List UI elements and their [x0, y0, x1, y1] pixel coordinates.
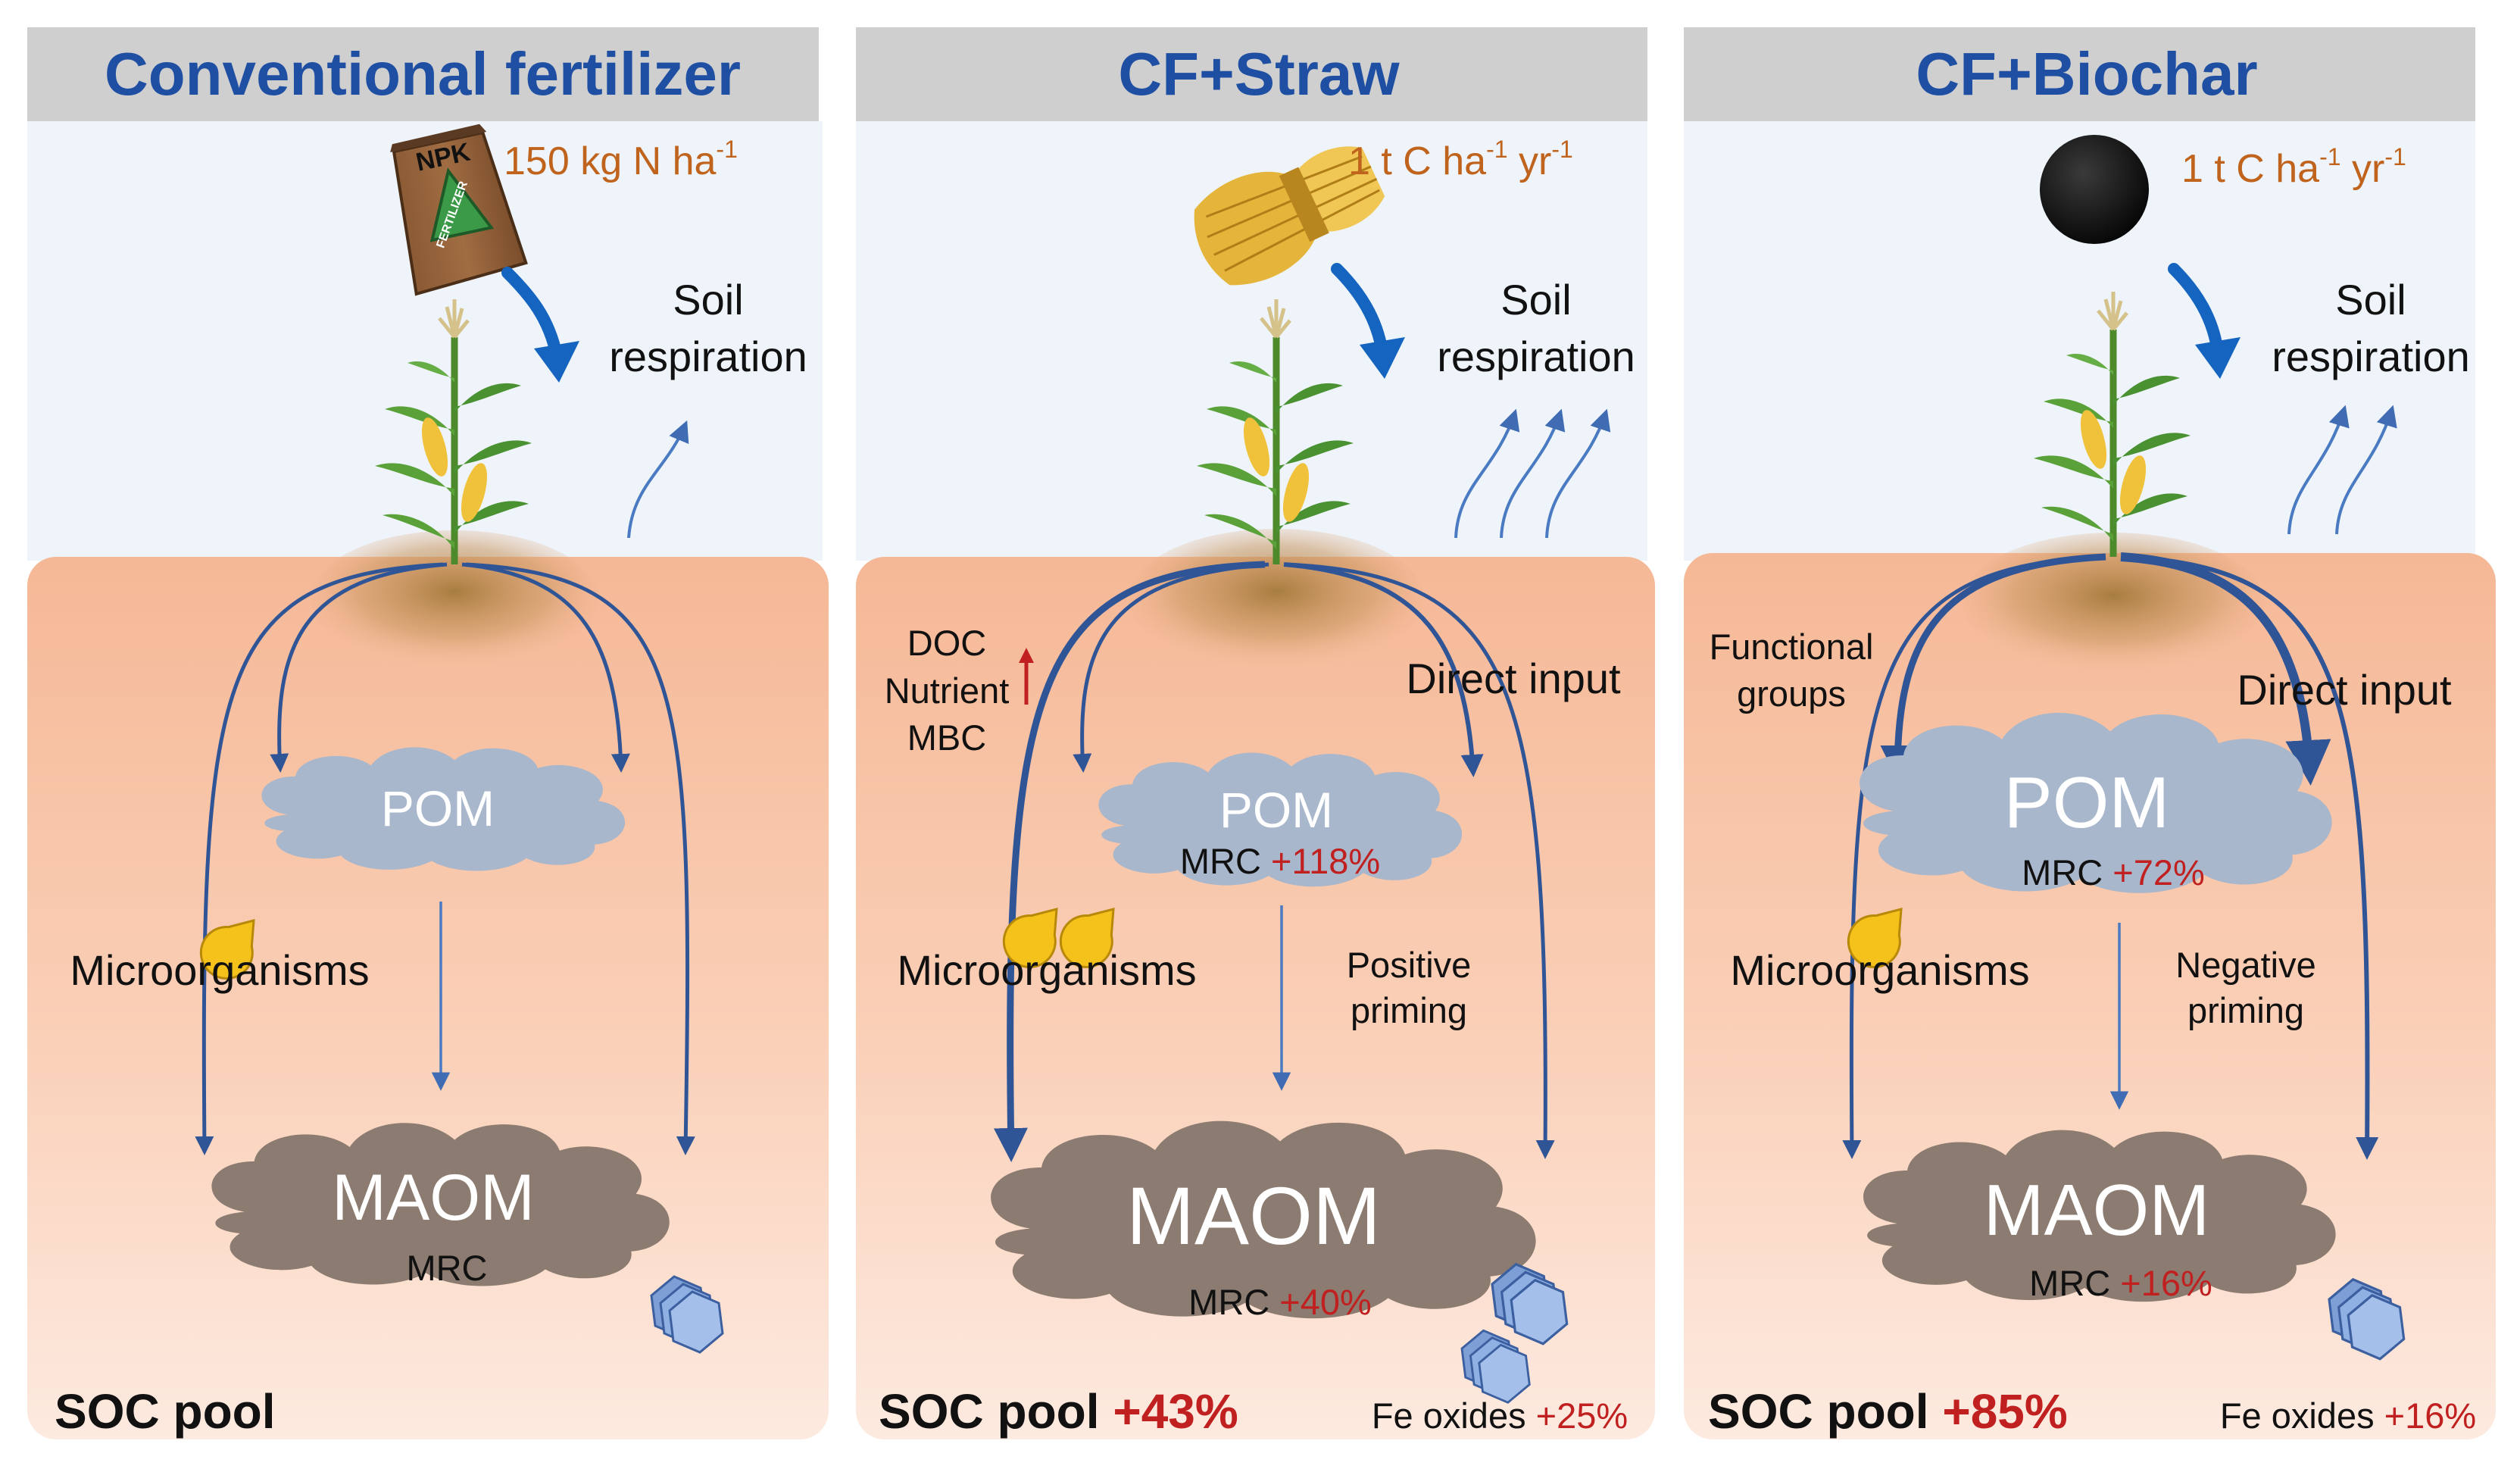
- dose-tail-superscript: -1: [2384, 143, 2406, 170]
- pom-mrc-label: MRC +72%: [2022, 852, 2205, 892]
- dose-superscript: -1: [716, 136, 737, 163]
- panel-header: [27, 27, 819, 121]
- dose-label: 1 t C ha-1 yr-1: [2181, 143, 2406, 191]
- respiration-arrows-icon: [1454, 408, 1611, 539]
- soil-respiration-line1: Soil: [2335, 276, 2406, 323]
- dose-tail: yr: [1508, 139, 1552, 183]
- input-arrow-icon: [2168, 263, 2224, 358]
- fe-oxides-change: +16%: [2384, 1396, 2477, 1436]
- soil-respiration-line2: respiration: [609, 333, 807, 380]
- fe-oxides-label: Fe oxides +25%: [1372, 1396, 1628, 1436]
- pom-label: POM: [2004, 762, 2170, 843]
- factor-line1: Functional: [1710, 627, 1874, 667]
- rhizosphere: [1129, 529, 1424, 668]
- dose-value: 150 kg N ha: [504, 139, 716, 183]
- panel-title: CF+Biochar: [1916, 40, 2257, 108]
- factor-line2: groups: [1737, 674, 1846, 714]
- fe-oxides-change: +25%: [1536, 1396, 1628, 1436]
- panel-header: [856, 27, 1647, 121]
- soc-pool-label: SOC pool: [55, 1384, 276, 1439]
- maom-label: MAOM: [1126, 1170, 1381, 1261]
- direct-input-label: Direct input: [2237, 666, 2452, 714]
- microorganisms-label: Microorganisms: [897, 946, 1196, 994]
- soil-respiration-line2: respiration: [2272, 333, 2469, 380]
- straw-bundle-icon: [1194, 146, 1385, 286]
- maom-label: MAOM: [1984, 1170, 2210, 1251]
- fertilizer-bag-icon: NPK FERTILIZER: [390, 123, 528, 296]
- soc-pool-label: SOC pool +43%: [879, 1384, 1238, 1439]
- biochar-icon: [2040, 135, 2149, 244]
- soil-respiration-line2: respiration: [1437, 333, 1635, 380]
- panel-cf-straw: CF+Straw 1 t C ha-1 yr-1 Soil respiratio…: [856, 27, 1655, 1439]
- maom-mrc-label: MRC +16%: [2029, 1263, 2212, 1303]
- dose-tail-superscript: -1: [1551, 136, 1572, 163]
- pom-mrc-change: +72%: [2112, 852, 2205, 892]
- priming-line2: priming: [1351, 990, 1467, 1030]
- maom-mrc-change: +16%: [2120, 1263, 2212, 1303]
- priming-line1: Negative: [2175, 945, 2316, 985]
- pom-mrc-change: +118%: [1271, 841, 1380, 881]
- panel-title: Conventional fertilizer: [105, 40, 741, 108]
- factor-line1: DOC: [907, 623, 986, 663]
- soc-pool-label: SOC pool +85%: [1708, 1384, 2068, 1439]
- soc-change: +43%: [1113, 1384, 1238, 1439]
- priming-line2: priming: [2187, 990, 2304, 1030]
- panel-header: [1684, 27, 2475, 121]
- input-arrow-icon: [1331, 263, 1388, 358]
- soil-respiration-line1: Soil: [673, 276, 743, 323]
- factor-line2: Nutrient: [885, 670, 1010, 711]
- respiration-arrows-icon: [2287, 405, 2397, 535]
- pom-label: POM: [381, 780, 495, 836]
- priming-line1: Positive: [1347, 945, 1472, 985]
- carbon-flow-arrows: [1842, 552, 2379, 1160]
- fe-oxides-label: Fe oxides +16%: [2220, 1396, 2476, 1436]
- maom-mrc-label: MRC: [406, 1248, 487, 1288]
- dose-superscript: -1: [2319, 143, 2340, 170]
- dose-label: 150 kg N ha-1: [504, 136, 738, 183]
- dose-value: 1 t C ha: [2181, 147, 2319, 191]
- dose-value: 1 t C ha: [1348, 139, 1486, 183]
- dose-label: 1 t C ha-1 yr-1: [1348, 136, 1573, 183]
- panel-title: CF+Straw: [1118, 40, 1400, 108]
- soc-change: +85%: [1942, 1384, 2067, 1439]
- input-arrow-icon: [501, 267, 563, 362]
- maom-mrc-change: +40%: [1279, 1282, 1372, 1322]
- microorganisms-label: Microorganisms: [70, 946, 369, 994]
- panel-conventional-fertilizer: Conventional fertilizer NPK FERTILIZER 1…: [27, 27, 829, 1439]
- pom-label: POM: [1219, 782, 1333, 838]
- soil-respiration-line1: Soil: [1500, 276, 1571, 323]
- direct-input-label: Direct input: [1406, 655, 1621, 702]
- microorganisms-label: Microorganisms: [1730, 946, 2029, 994]
- rhizosphere: [311, 530, 598, 667]
- dose-superscript: -1: [1486, 136, 1507, 163]
- dose-tail: yr: [2341, 147, 2385, 191]
- maom-label: MAOM: [332, 1161, 535, 1234]
- panel-cf-biochar: CF+Biochar 1 t C ha-1 yr-1 Soil respirat…: [1684, 27, 2496, 1439]
- pom-mrc-label: MRC +118%: [1180, 841, 1380, 881]
- respiration-arrow-icon: [627, 420, 689, 539]
- carbon-flow-arrows: [993, 561, 1555, 1162]
- factor-line3: MBC: [907, 717, 986, 758]
- maom-mrc-label: MRC +40%: [1188, 1282, 1372, 1322]
